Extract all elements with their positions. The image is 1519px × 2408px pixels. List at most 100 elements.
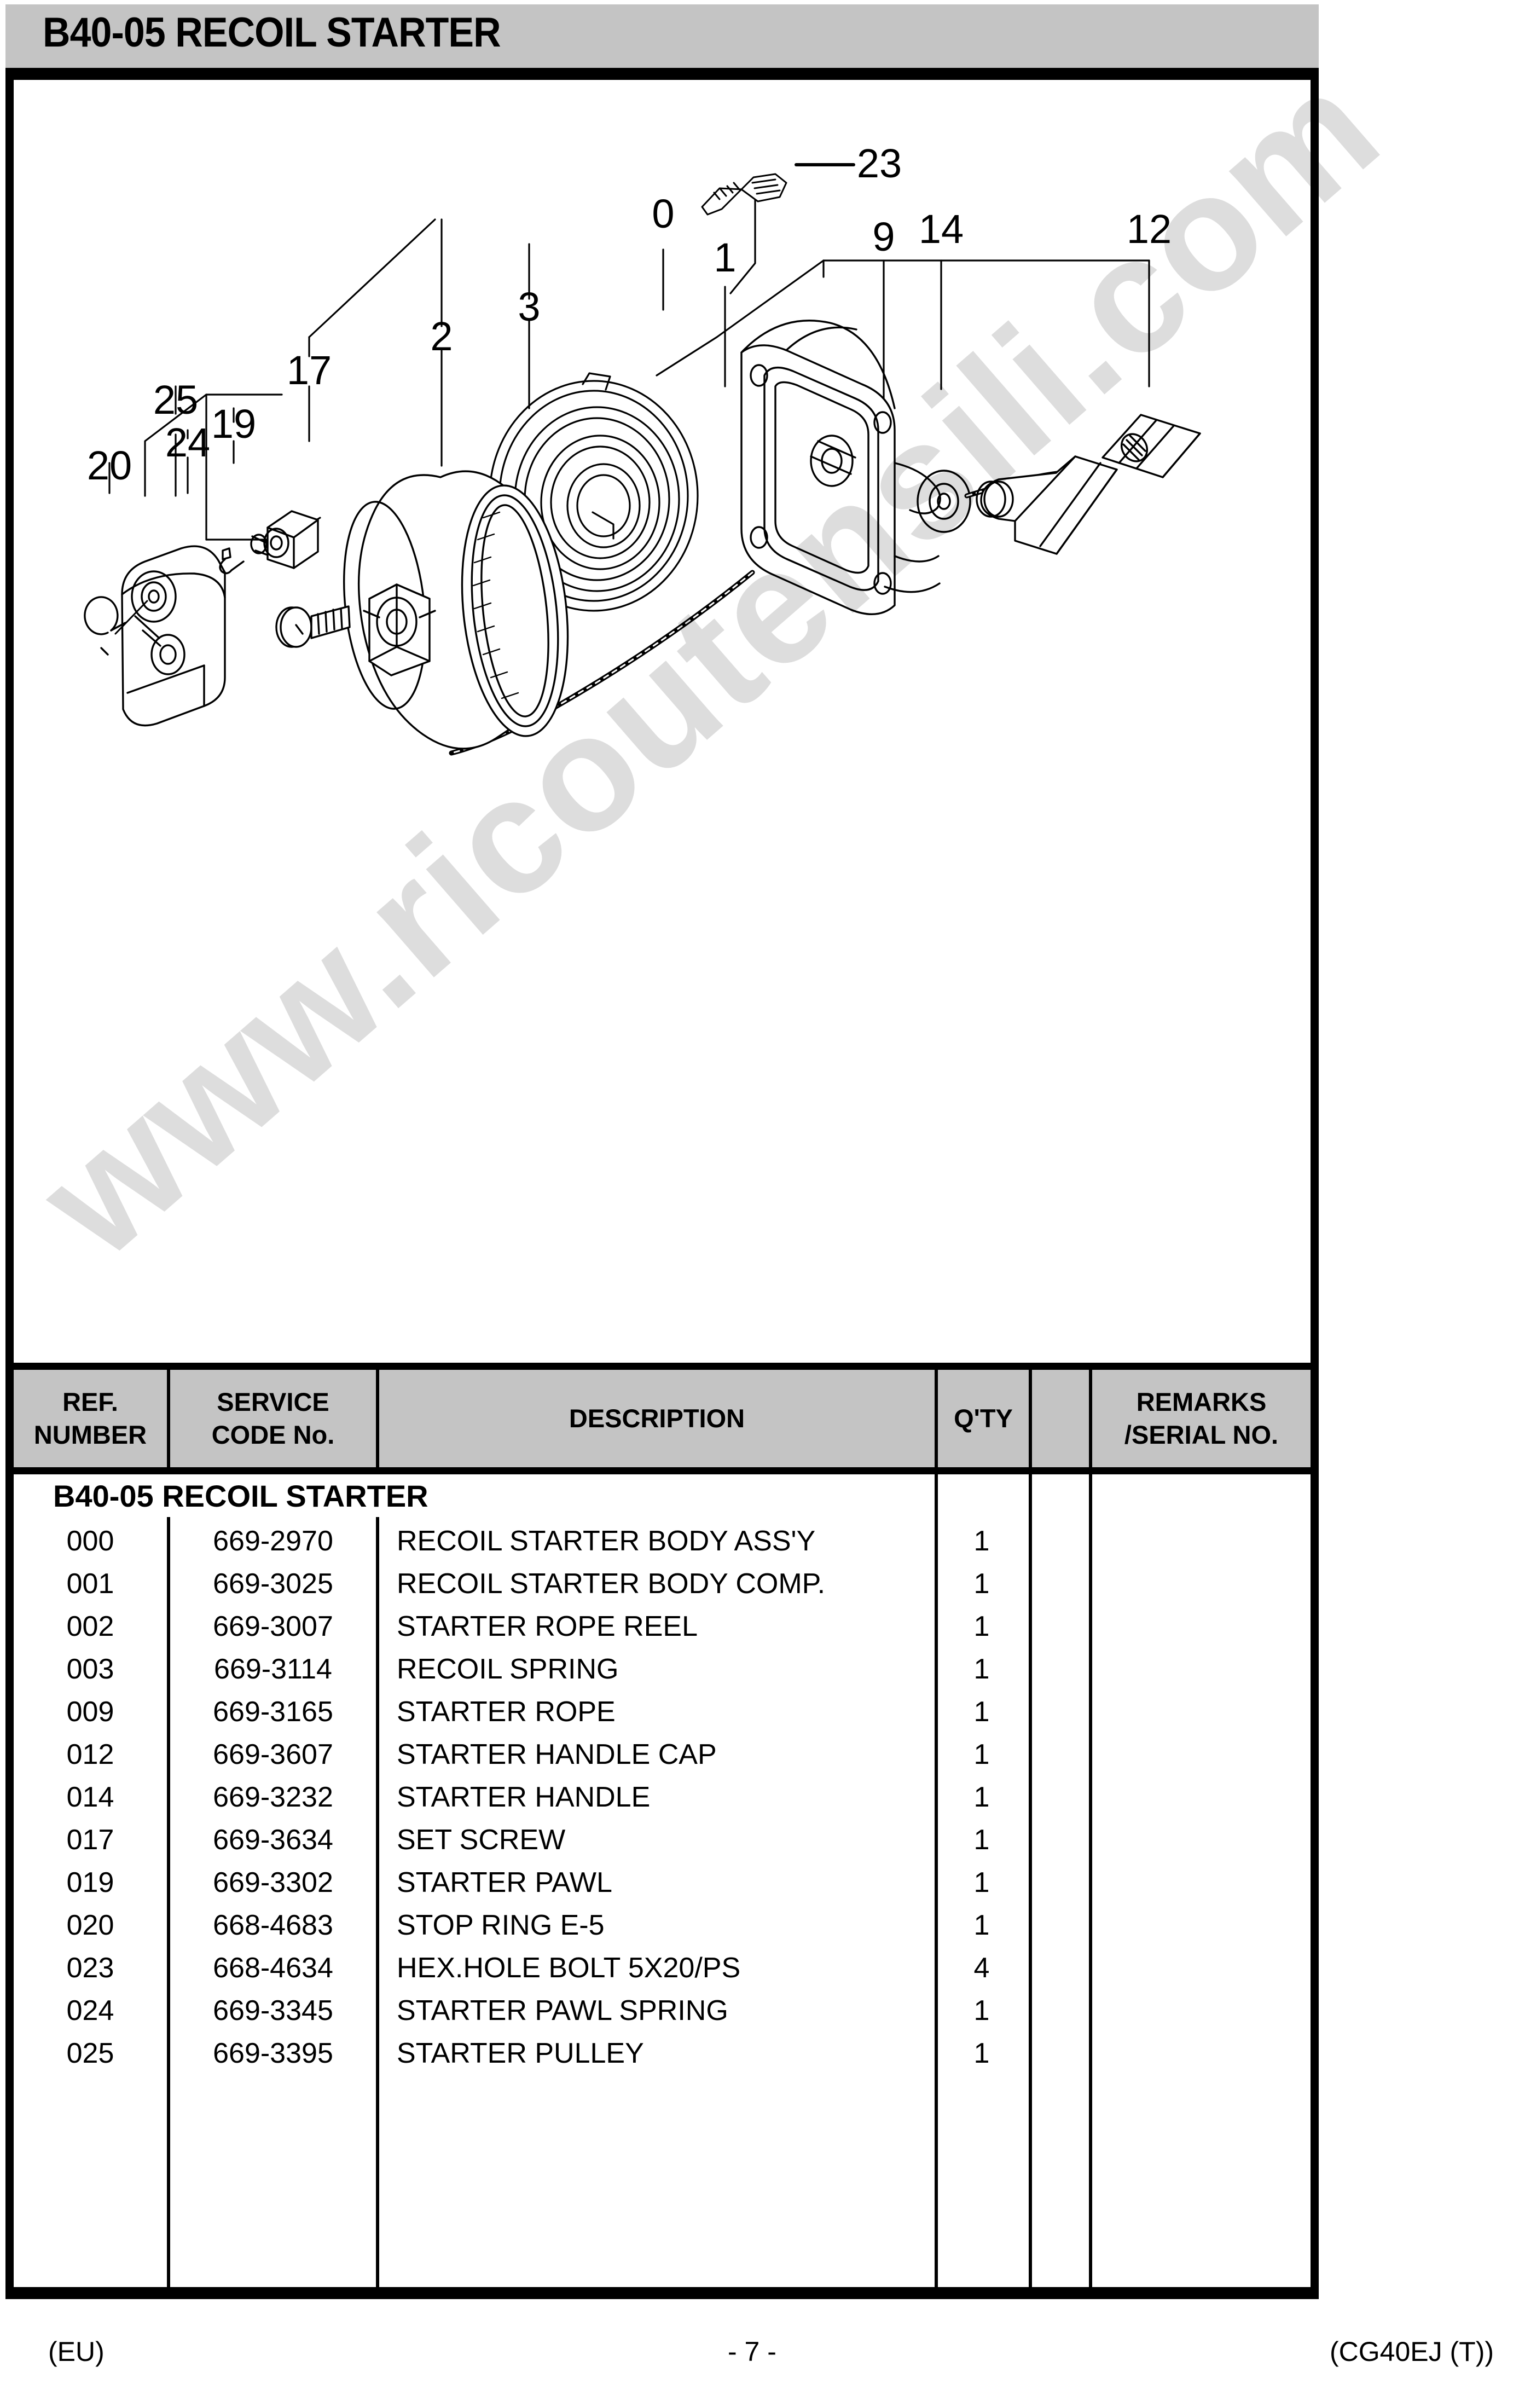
callout-3: 3 [518,284,540,329]
cell-service-code: 669-3007 [213,1611,333,1642]
callout-1: 1 [714,235,736,280]
header-sep-2 [376,1370,379,1467]
header-bottom-rule [14,1467,1311,1474]
cell-service-code: 669-3395 [213,2037,333,2069]
cell-qty: 1 [973,2037,990,2069]
page-title-bar [5,4,1319,68]
cell-qty: 1 [973,1568,990,1600]
cell-description: STARTER PAWL [397,1867,612,1898]
cell-ref-number: 000 [66,1525,114,1557]
cell-service-code: 669-3114 [214,1653,332,1685]
cell-qty: 1 [973,1739,990,1770]
table-row: 001 669-3025 RECOIL STARTER BODY COMP. 1 [14,1563,1311,1605]
cell-qty: 1 [973,1995,990,2027]
frame-left-border [5,68,14,2295]
cell-description: STARTER HANDLE CAP [397,1739,717,1770]
col-rule-4 [1029,1474,1032,2287]
title-underline-rule [5,68,1319,80]
header-sep-4 [1029,1370,1032,1467]
page-title: B40-05 RECOIL STARTER [43,9,501,56]
part-starter-pawl-spring [219,547,245,575]
part-starter-handle-cap [1101,414,1201,478]
part-recoil-spring [489,372,699,612]
part-set-screw [275,605,351,648]
col-rule-5 [1089,1474,1092,2287]
leader-lines [108,163,1150,541]
cell-service-code: 669-3634 [213,1824,333,1856]
frame-bottom-border [5,2287,1319,2299]
cell-description: RECOIL STARTER BODY COMP. [397,1568,826,1600]
callout-2: 2 [430,314,453,359]
cell-qty: 1 [973,1525,990,1557]
header-service-code: SERVICE CODE No. [211,1387,335,1449]
callout-0: 0 [652,191,674,236]
cell-service-code: 669-3345 [213,1995,333,2027]
footer-region: (EU) [48,2336,105,2367]
callout-12: 12 [1127,206,1172,252]
callout-19: 19 [211,401,256,447]
page-footer: (EU) - 7 - (CG40EJ (T)) [0,2336,1519,2380]
cell-service-code: 669-3025 [213,1568,333,1600]
part-hex-hole-bolt [701,173,787,216]
frame-right-border [1311,68,1319,2295]
cell-service-code: 669-3232 [213,1781,333,1813]
cell-ref-number: 020 [66,1909,114,1941]
header-ref-number: REF. NUMBER [33,1387,147,1449]
table-row: 019 669-3302 STARTER PAWL 1 [14,1862,1311,1903]
cell-service-code: 668-4683 [213,1909,333,1941]
footer-model-code: (CG40EJ (T)) [1330,2336,1494,2367]
callout-24: 24 [165,420,210,465]
cell-description: STOP RING E-5 [397,1909,605,1941]
part-stop-ring-e5 [84,596,126,656]
cell-ref-number: 001 [66,1568,114,1600]
col-rule-1 [167,1517,170,2287]
cell-description: STARTER PAWL SPRING [397,1995,728,2027]
callout-25: 25 [153,377,198,422]
part-starter-pawl [250,510,319,569]
part-starter-handle [976,455,1118,555]
cell-description: RECOIL STARTER BODY ASS'Y [397,1525,816,1557]
col-rule-3 [935,1474,938,2287]
cell-qty: 1 [973,1781,990,1813]
cell-service-code: 669-3607 [213,1739,333,1770]
parts-list-table: REF. NUMBER SERVICE CODE No. DESCRIPTION… [14,1370,1311,2287]
cell-ref-number: 012 [66,1739,114,1770]
cell-qty: 1 [973,1696,990,1728]
header-sep-3 [935,1370,938,1467]
header-sep-1 [167,1370,170,1467]
header-sep-5 [1089,1370,1092,1467]
cell-service-code: 669-3302 [213,1867,333,1898]
col-rule-2 [376,1517,379,2287]
table-top-rule [5,1363,1319,1370]
cell-qty: 1 [973,1611,990,1642]
table-group-title: B40-05 RECOIL STARTER [53,1478,428,1513]
callout-14: 14 [919,206,964,252]
cell-ref-number: 024 [66,1995,114,2027]
cell-ref-number: 025 [66,2037,114,2069]
cell-ref-number: 017 [66,1824,114,1856]
cell-qty: 1 [973,1653,990,1685]
cell-description: STARTER ROPE [397,1696,616,1728]
cell-ref-number: 019 [66,1867,114,1898]
cell-ref-number: 023 [66,1952,114,1984]
diagram-svg: 23 0 1 9 14 12 3 2 17 25 19 24 20 [84,141,1201,756]
part-starter-pulley-group [84,510,319,727]
cell-description: RECOIL SPRING [397,1653,619,1685]
callout-23: 23 [857,141,902,186]
cell-ref-number: 002 [66,1611,114,1642]
cell-qty: 1 [973,1824,990,1856]
cell-qty: 1 [973,1867,990,1898]
header-qty: Q'TY [954,1403,1013,1433]
cell-service-code: 669-3165 [213,1696,333,1728]
table-row: 024 669-3345 STARTER PAWL SPRING 1 [14,1990,1311,2031]
